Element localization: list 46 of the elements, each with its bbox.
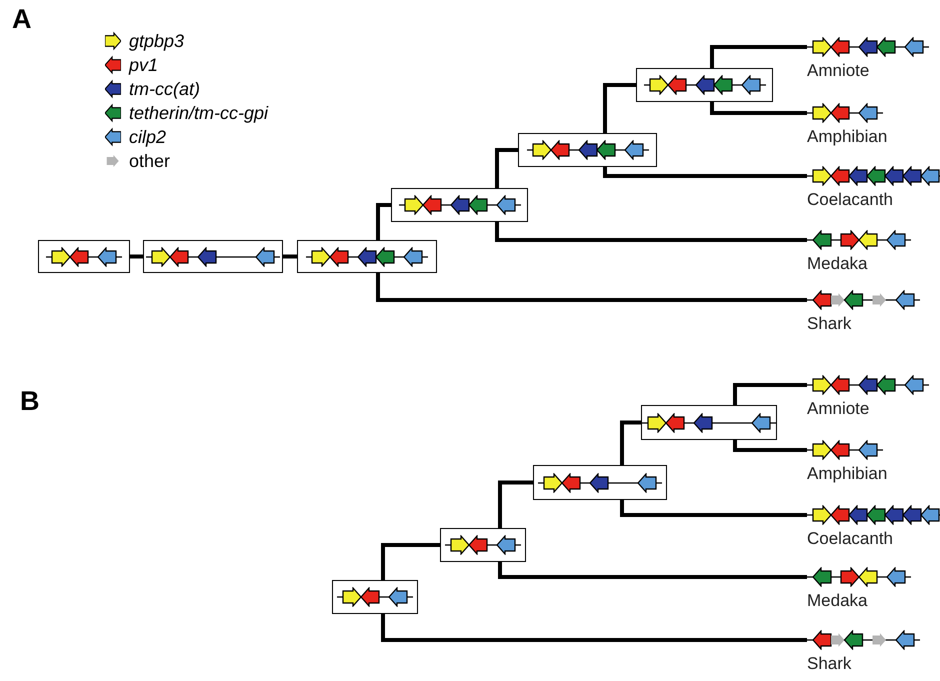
tree-branch: [733, 383, 807, 405]
ancestral-gene-box: [518, 133, 657, 167]
legend-label: tetherin/tm-cc-gpi: [129, 102, 268, 124]
species-label: Coelacanth: [807, 190, 894, 210]
ancestral-gene-box: [332, 580, 418, 614]
ancestral-gene-box: [143, 240, 283, 273]
species-label: Shark: [807, 314, 852, 334]
tree-branch: [376, 203, 391, 240]
tree-branch: [130, 254, 143, 258]
species-label: Coelacanth: [807, 529, 894, 549]
tree-branch: [495, 148, 518, 188]
ancestral-gene-box: [440, 528, 526, 562]
legend-label: gtpbp3: [129, 30, 184, 52]
species-label: Amniote: [807, 399, 870, 419]
legend-label: pv1: [129, 54, 158, 76]
tree-branch: [603, 167, 807, 178]
species-label: Medaka: [807, 254, 868, 274]
legend-label: tm-cc(at): [129, 78, 200, 100]
species-label: Medaka: [807, 591, 868, 611]
ancestral-gene-box: [641, 405, 777, 440]
legend-label: other: [129, 150, 170, 172]
species-label: Amniote: [807, 61, 870, 81]
species-label: Shark: [807, 654, 852, 674]
species-label: Amphibian: [807, 127, 888, 147]
tree-branch: [495, 222, 807, 242]
tree-branch: [498, 562, 807, 579]
ancestral-gene-box: [391, 188, 528, 222]
tree-branch: [376, 273, 807, 302]
tree-branch: [283, 254, 297, 258]
tree-branch: [620, 420, 641, 465]
tree-branch: [381, 543, 440, 580]
legend-label: cilp2: [129, 126, 166, 148]
ancestral-gene-box: [533, 465, 667, 500]
tree-branch: [733, 440, 807, 452]
tree-branch: [710, 45, 807, 68]
ancestral-gene-box: [297, 240, 437, 273]
tree-branch: [498, 480, 533, 528]
tree-branch: [603, 83, 636, 133]
panel-letter: B: [20, 386, 40, 417]
tree-branch: [710, 102, 807, 115]
panel-letter: A: [12, 4, 32, 35]
ancestral-gene-box: [38, 240, 130, 273]
tree-branch: [620, 500, 807, 517]
species-label: Amphibian: [807, 464, 888, 484]
ancestral-gene-box: [636, 68, 773, 102]
tree-branch: [381, 614, 807, 642]
